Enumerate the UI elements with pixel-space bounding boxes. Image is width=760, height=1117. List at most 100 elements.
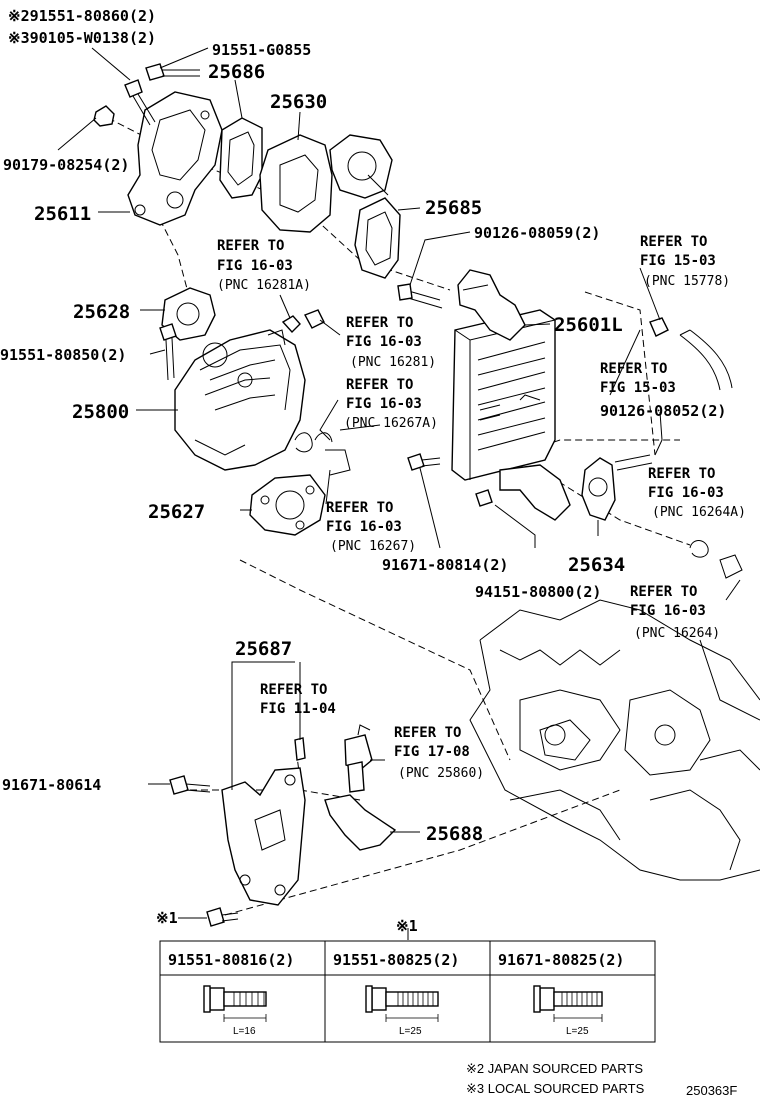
length-l16: L=16 xyxy=(233,1026,256,1037)
refer-fig: FIG 11-04 xyxy=(260,701,336,717)
hose-16267 xyxy=(325,449,351,476)
refer-pnc: (PNC 16281) xyxy=(350,355,436,370)
refer-text: REFER TO xyxy=(217,238,284,254)
sensor-11-04 xyxy=(294,737,306,761)
hose-16264 xyxy=(719,554,743,579)
note-japan: ※2 JAPAN SOURCED PARTS xyxy=(466,1061,643,1076)
refer-16281a: REFER TO FIG 16-03 (PNC 16281A) xyxy=(217,238,311,293)
bolt-icon-91671-80825: L=25 xyxy=(533,985,603,1037)
bolt-table: ※1 91551-80816(2) 91551-80825(2) 91671-8… xyxy=(159,917,656,1043)
bolt-91551-80860 xyxy=(124,79,156,126)
refer-16267a: REFER TO FIG 16-03 (PNC 16267A) xyxy=(344,377,438,431)
refer-text: REFER TO xyxy=(648,466,715,482)
refer-pnc: (PNC 16281A) xyxy=(217,278,311,293)
refer-pnc: (PNC 25860) xyxy=(398,766,484,781)
gasket-25634 xyxy=(581,457,616,521)
label-25686: 25686 xyxy=(208,61,265,83)
bolt-91551-80850 xyxy=(159,323,177,381)
label-25627: 25627 xyxy=(148,501,205,523)
bracket-25688 xyxy=(324,794,397,851)
label-91551-80860: ※291551-80860(2) xyxy=(8,7,156,25)
refer-pnc: (PNC 15778) xyxy=(644,274,730,289)
bolt-91671-80814 xyxy=(407,453,441,471)
bracket-25687 xyxy=(221,767,306,906)
refer-16264a: REFER TO FIG 16-03 (PNC 16264A) xyxy=(648,466,746,520)
label-91671-80614: 91671-80614 xyxy=(2,776,101,794)
bolt-91551-g0855 xyxy=(145,63,200,81)
refer-25860: REFER TO FIG 17-08 (PNC 25860) xyxy=(394,725,484,781)
refer-text: REFER TO xyxy=(600,361,667,377)
vsv-25860 xyxy=(344,724,373,793)
refer-16264: REFER TO FIG 16-03 (PNC 16264) xyxy=(630,584,720,641)
table-part-3: 91671-80825(2) xyxy=(498,951,624,969)
table-mark: ※1 xyxy=(396,917,418,935)
refer-text: REFER TO xyxy=(346,377,413,393)
refer-pnc: (PNC 16267) xyxy=(330,539,416,554)
refer-fig: FIG 16-03 xyxy=(217,258,293,274)
bolt-icon-91551-80816: L=16 xyxy=(203,985,267,1037)
hose-15778 xyxy=(649,317,733,391)
refer-fig: FIG 17-08 xyxy=(394,744,470,760)
refer-fig: FIG 16-03 xyxy=(648,485,724,501)
part-labels: ※291551-80860(2) ※390105-W0138(2) 91551-… xyxy=(0,7,726,927)
label-25630: 25630 xyxy=(270,91,327,113)
gasket-25685 xyxy=(354,197,401,279)
refer-16281: REFER TO FIG 16-03 (PNC 16281) xyxy=(346,315,436,370)
refer-text: REFER TO xyxy=(640,234,707,250)
refer-text: REFER TO xyxy=(394,725,461,741)
hose-clamp-16267a xyxy=(294,399,339,453)
refer-15778: REFER TO FIG 15-03 (PNC 15778) xyxy=(640,234,730,289)
nut-94151-80800 xyxy=(475,489,493,507)
bolt-mark-1 xyxy=(206,907,239,927)
footnotes: ※2 JAPAN SOURCED PARTS ※3 LOCAL SOURCED … xyxy=(466,1061,737,1098)
hose-clamp-16281a xyxy=(281,315,301,334)
note-local: ※3 LOCAL SOURCED PARTS xyxy=(466,1081,645,1096)
nut-90179-08254 xyxy=(93,105,115,127)
gasket-25628 xyxy=(161,287,216,341)
egr-pipe-flange-25611 xyxy=(127,91,223,226)
length-l25-a: L=25 xyxy=(399,1026,422,1037)
bolt-91671-80614 xyxy=(169,775,211,795)
stud-90126-08052 xyxy=(614,454,653,471)
refer-fig: FIG 15-03 xyxy=(600,380,676,396)
refer-fig: FIG 16-03 xyxy=(346,334,422,350)
label-25800: 25800 xyxy=(72,401,129,423)
label-90126-08052: 90126-08052(2) xyxy=(600,402,726,420)
label-25688: 25688 xyxy=(426,823,483,845)
hose-clamp-16264a xyxy=(689,540,709,558)
refer-text: REFER TO xyxy=(630,584,697,600)
label-25601l: 25601L xyxy=(554,314,623,336)
table-part-1: 91551-80816(2) xyxy=(168,951,294,969)
engine-block-illustration xyxy=(469,599,760,881)
label-25685: 25685 xyxy=(425,197,482,219)
refer-16267: REFER TO FIG 16-03 (PNC 16267) xyxy=(326,500,416,554)
egr-cooler-25601l xyxy=(451,269,571,521)
refer-text: REFER TO xyxy=(326,500,393,516)
label-90105-w0138: ※390105-W0138(2) xyxy=(8,29,156,47)
refer-15-03: REFER TO FIG 15-03 xyxy=(600,361,676,396)
refer-11-04: REFER TO FIG 11-04 xyxy=(260,682,336,717)
label-25687: 25687 xyxy=(235,638,292,660)
egr-housing-25800 xyxy=(174,329,306,471)
label-mark-1: ※1 xyxy=(156,909,178,927)
egr-valve-25630 xyxy=(259,134,393,233)
stud-90126-08059 xyxy=(397,283,443,309)
label-91551-g0855: 91551-G0855 xyxy=(212,41,311,59)
table-border xyxy=(159,940,656,1043)
refer-text: REFER TO xyxy=(346,315,413,331)
length-l25-b: L=25 xyxy=(566,1026,589,1037)
gasket-25686 xyxy=(219,117,263,199)
gasket-25627 xyxy=(249,474,326,536)
refer-pnc: (PNC 16267A) xyxy=(344,416,438,431)
label-90179-08254: 90179-08254(2) xyxy=(3,156,129,174)
label-91551-80850: 91551-80850(2) xyxy=(0,346,126,364)
label-90126-08059: 90126-08059(2) xyxy=(474,224,600,242)
refer-fig: FIG 16-03 xyxy=(346,396,422,412)
leader-lines xyxy=(57,47,741,940)
refer-pnc: (PNC 16264) xyxy=(634,626,720,641)
refer-callouts: REFER TO FIG 16-03 (PNC 16281A) REFER TO… xyxy=(217,234,746,781)
hose-16281 xyxy=(304,309,325,329)
label-91671-80814: 91671-80814(2) xyxy=(382,556,508,574)
refer-fig: FIG 16-03 xyxy=(326,519,402,535)
